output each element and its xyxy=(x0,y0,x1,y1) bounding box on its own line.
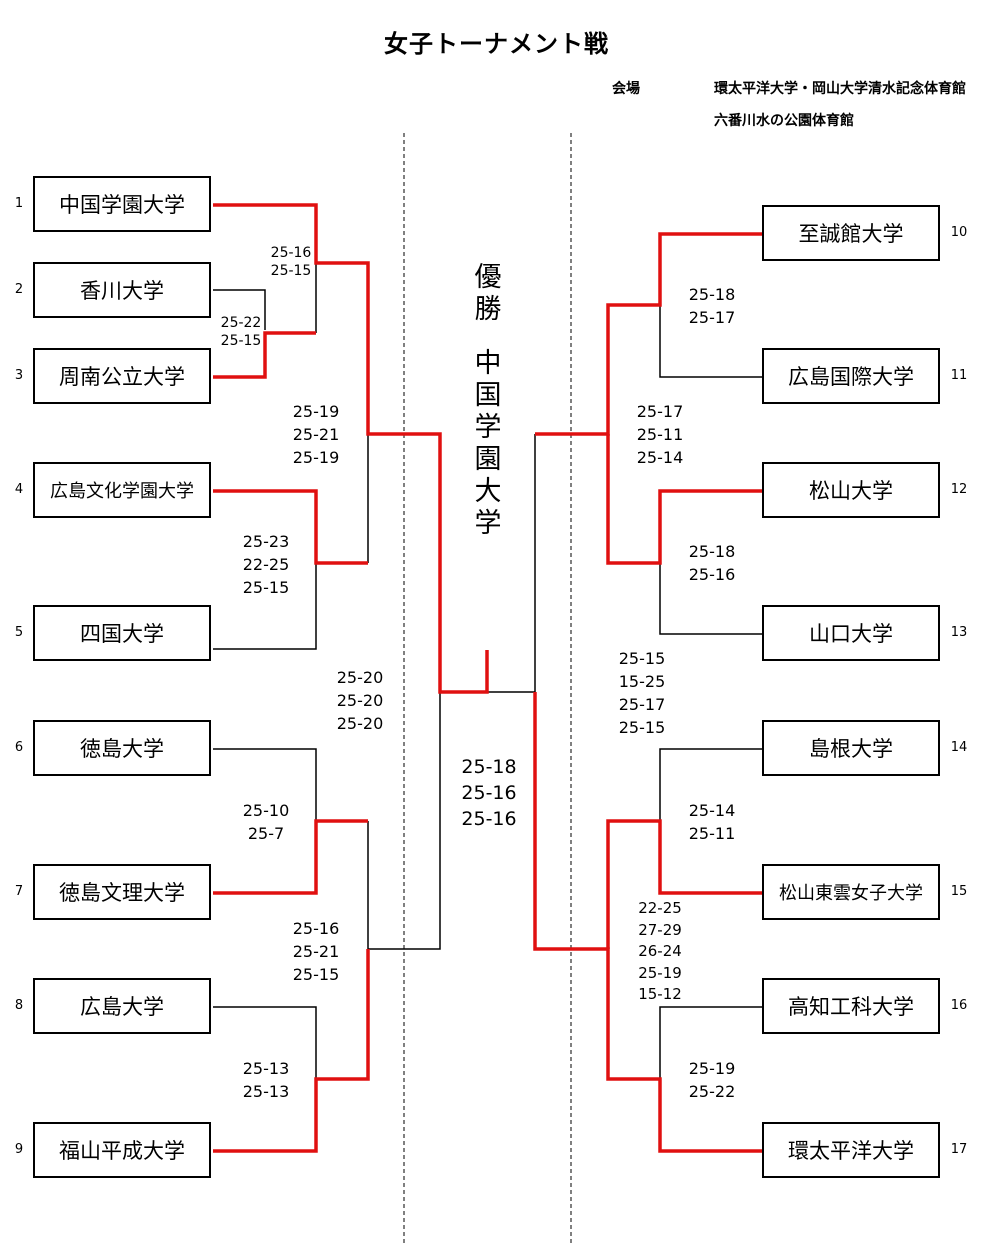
team-box-2: 香川大学 xyxy=(33,262,211,318)
seed-number: 4 xyxy=(14,482,24,497)
team-box-14: 島根大学 xyxy=(762,720,940,776)
team-box-3: 周南公立大学 xyxy=(33,348,211,404)
winner-path-line xyxy=(606,819,762,949)
match-score: 25-13 25-13 xyxy=(242,1059,290,1101)
bracket-line xyxy=(213,1006,317,1079)
match-score: 25-19 25-22 xyxy=(688,1059,736,1101)
team-box-7: 徳島文理大学 xyxy=(33,864,211,920)
team-box-9: 福山平成大学 xyxy=(33,1122,211,1178)
team-box-5: 四国大学 xyxy=(33,605,211,661)
team-box-15: 松山東雲女子大学 xyxy=(762,864,940,920)
match-score: 25-18 25-17 xyxy=(688,285,736,327)
team-name: 山口大学 xyxy=(809,622,893,646)
team-name: 香川大学 xyxy=(80,279,164,303)
bracket-line xyxy=(213,748,317,821)
team-name: 徳島大学 xyxy=(80,737,164,761)
venue-2: 六番川水の公園体育館 xyxy=(714,113,854,129)
venue-label: 会場 xyxy=(612,81,640,97)
final-score: 25-18 25-16 25-16 xyxy=(461,756,517,830)
team-name: 高知工科大学 xyxy=(788,995,914,1019)
bracket-line xyxy=(659,563,762,635)
bracket-line xyxy=(213,563,317,650)
team-name: 徳島文理大学 xyxy=(59,881,185,905)
team-name: 周南公立大学 xyxy=(59,365,185,389)
seed-number: 11 xyxy=(950,368,968,383)
team-name: 松山東雲女子大学 xyxy=(779,883,923,904)
match-score: 25-16 25-21 25-15 xyxy=(292,919,340,984)
seed-number: 5 xyxy=(14,625,24,640)
match-score: 25-22 25-15 xyxy=(220,315,262,349)
winner-path-line xyxy=(213,819,368,895)
team-name: 広島文化学園大学 xyxy=(50,481,194,502)
seed-number: 15 xyxy=(950,884,968,899)
seed-number: 9 xyxy=(14,1142,24,1157)
winner-path-line xyxy=(213,489,368,565)
match-score: 25-10 25-7 xyxy=(242,801,290,843)
team-name: 福山平成大学 xyxy=(59,1139,185,1163)
champion-label: 優勝 xyxy=(474,262,502,325)
team-name: 松山大学 xyxy=(809,479,893,503)
team-name: 四国大学 xyxy=(80,622,164,646)
winner-path-line xyxy=(213,203,489,694)
team-box-16: 高知工科大学 xyxy=(762,978,940,1034)
team-name: 広島大学 xyxy=(80,995,164,1019)
match-score: 25-18 25-16 xyxy=(688,542,736,584)
team-box-12: 松山大学 xyxy=(762,462,940,518)
seed-number: 10 xyxy=(950,225,968,240)
match-score: 25-19 25-21 25-19 xyxy=(292,402,340,467)
match-score: 25-14 25-11 xyxy=(688,801,736,843)
seed-number: 7 xyxy=(14,884,24,899)
match-score: 25-23 22-25 25-15 xyxy=(242,532,290,597)
seed-number: 14 xyxy=(950,740,968,755)
team-box-4: 広島文化学園大学 xyxy=(33,462,211,518)
page-title: 女子トーナメント戦 xyxy=(384,30,609,58)
seed-number: 13 xyxy=(950,625,968,640)
team-box-17: 環太平洋大学 xyxy=(762,1122,940,1178)
seed-number: 6 xyxy=(14,740,24,755)
champion-name: 中国学園大学 xyxy=(474,348,502,539)
team-box-6: 徳島大学 xyxy=(33,720,211,776)
team-box-13: 山口大学 xyxy=(762,605,940,661)
winner-path-line xyxy=(606,434,762,565)
seed-number: 12 xyxy=(950,482,968,497)
seed-number: 16 xyxy=(950,998,968,1013)
match-score: 25-20 25-20 25-20 xyxy=(336,668,384,733)
match-score: 25-15 15-25 25-17 25-15 xyxy=(618,649,666,737)
bracket-line xyxy=(368,692,441,950)
venue-1: 環太平洋大学・岡山大学清水記念体育館 xyxy=(714,81,966,97)
match-score: 22-25 27-29 26-24 25-19 15-12 xyxy=(638,899,682,1003)
winner-path-line xyxy=(213,331,316,379)
team-name: 中国学園大学 xyxy=(59,193,185,217)
team-box-11: 広島国際大学 xyxy=(762,348,940,404)
team-box-10: 至誠館大学 xyxy=(762,205,940,261)
seed-number: 1 xyxy=(14,196,24,211)
bracket-line xyxy=(213,289,266,330)
team-name: 広島国際大学 xyxy=(788,365,914,389)
bracket-line xyxy=(659,748,762,821)
winner-path-line xyxy=(533,692,762,1153)
match-score: 25-16 25-15 xyxy=(270,245,312,279)
bracket-line xyxy=(659,305,762,378)
winner-path-line xyxy=(213,949,370,1153)
bracket-line xyxy=(659,1006,762,1079)
team-name: 環太平洋大学 xyxy=(788,1139,914,1163)
winner-path-line xyxy=(535,232,762,436)
seed-number: 17 xyxy=(950,1142,968,1157)
seed-number: 8 xyxy=(14,998,24,1013)
match-score: 25-17 25-11 25-14 xyxy=(636,402,684,467)
team-box-1: 中国学園大学 xyxy=(33,176,211,232)
team-box-8: 広島大学 xyxy=(33,978,211,1034)
seed-number: 3 xyxy=(14,368,24,383)
seed-number: 2 xyxy=(14,282,24,297)
champion-vertical-text: 優勝 中国学園大学 xyxy=(470,262,506,540)
team-name: 至誠館大学 xyxy=(798,222,904,246)
team-name: 島根大学 xyxy=(809,737,893,761)
